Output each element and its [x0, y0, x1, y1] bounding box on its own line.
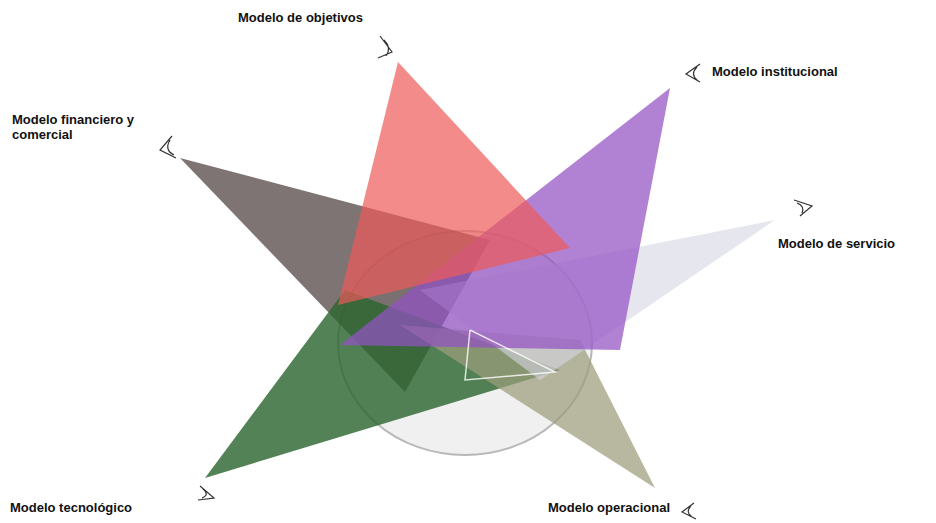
model-label: Modelo operacional	[548, 500, 680, 515]
inner-outline	[465, 330, 555, 380]
model-label: Modelo tecnológico	[10, 500, 170, 515]
eye-icon	[198, 486, 214, 500]
eye-icon	[794, 200, 812, 216]
objectives-triangle	[338, 62, 570, 305]
eye-icon	[378, 36, 392, 58]
model-label: Modelo de objetivos	[238, 10, 388, 25]
model-label: Modelo institucional	[712, 64, 872, 79]
eye-icons	[160, 36, 812, 519]
eye-icon	[160, 136, 176, 158]
eye-icon	[682, 503, 696, 519]
model-label: Modelo de servicio	[778, 236, 928, 251]
model-label: Modelo financiero y comercial	[12, 112, 140, 142]
eye-icon	[686, 64, 700, 82]
